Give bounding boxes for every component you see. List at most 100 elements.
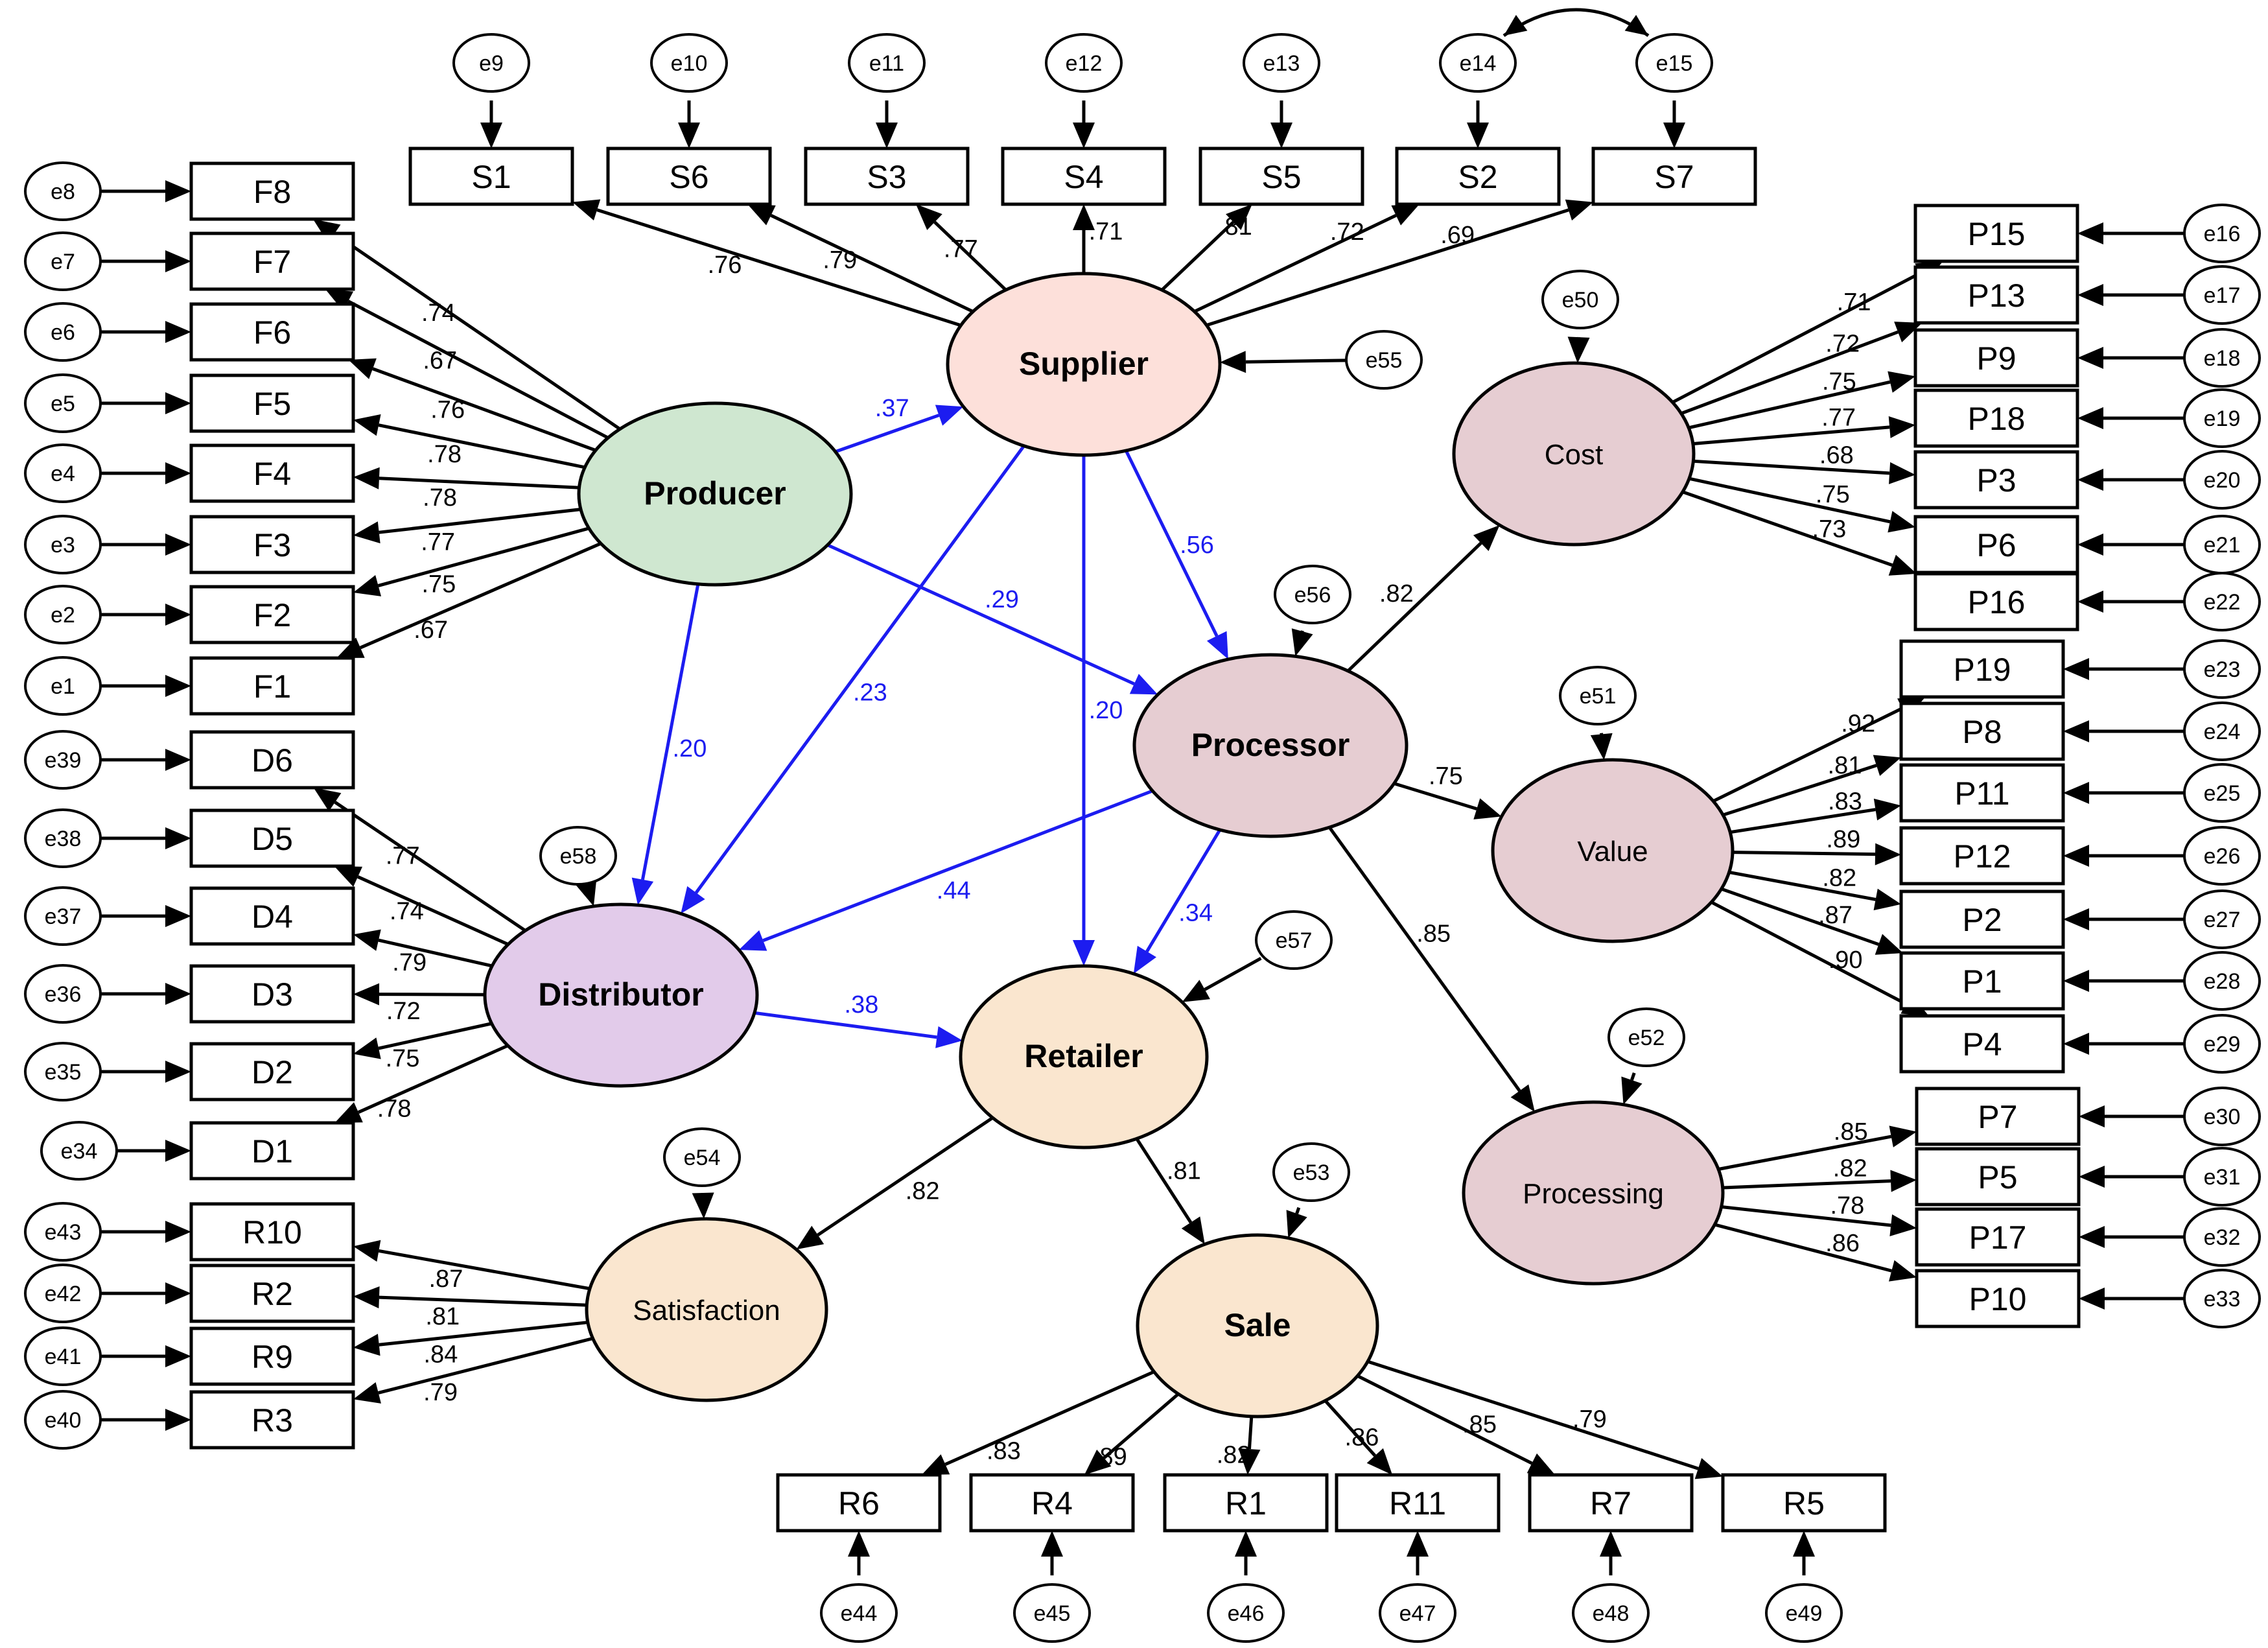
indicator-f8: F8 <box>189 161 355 221</box>
disturbance-e55-to-supplier-line <box>1245 359 1347 364</box>
indicator-p11-label: P11 <box>1954 775 2009 812</box>
indicator-d4-box <box>189 886 355 946</box>
loading-cost-p13-arrowhead <box>1894 322 1923 342</box>
indicator-p11-box <box>1899 763 2065 823</box>
error-e28-to-p1-arrowhead <box>2063 970 2089 992</box>
error-e16-label: e16 <box>2204 222 2241 246</box>
indicator-d2: D2 <box>189 1042 355 1101</box>
indicator-p16-label: P16 <box>1968 584 2026 620</box>
indicator-f3: F3 <box>189 515 355 574</box>
higher-order-processor-to-cost-arrowhead <box>1473 525 1500 551</box>
error-e45-circle <box>1013 1583 1091 1643</box>
loading-satisfaction-r3-line <box>378 1337 594 1395</box>
error-e6-to-f6-arrowhead <box>165 321 191 343</box>
indicator-d1-box <box>189 1121 355 1181</box>
indicator-d6-box <box>189 730 355 790</box>
latent-satisfaction-ellipse <box>585 1217 828 1402</box>
indicator-p17-label: P17 <box>1969 1219 2027 1256</box>
error-e32: e32 <box>2183 1207 2261 1267</box>
error-e24-to-p8-arrowhead <box>2063 720 2089 742</box>
indicator-f3-box <box>189 515 355 574</box>
disturbance-e57-to-retailer-line <box>1204 956 1262 991</box>
loading-sale-r11-coef: .86 <box>1345 1424 1379 1451</box>
loading-processing-p10-line <box>1714 1223 1892 1273</box>
loading-distributor-d3-coef: .72 <box>386 998 421 1025</box>
loading-sale-r11-line <box>1324 1399 1377 1457</box>
error-e41: e41 <box>24 1326 102 1386</box>
indicator-f7: F7 <box>189 231 355 291</box>
higher-order-processor-to-value-coef: .75 <box>1429 762 1463 790</box>
loading-supplier-s7-line <box>1206 208 1569 327</box>
loading-processing-p7-line <box>1718 1135 1892 1171</box>
higher-order-retailer-to-satisfaction-coef: .82 <box>906 1178 940 1205</box>
indicator-p8-label: P8 <box>1962 714 2002 750</box>
loading-satisfaction-r9-arrowhead <box>353 1334 380 1356</box>
error-e44-circle <box>820 1583 898 1643</box>
indicator-r1-box <box>1163 1473 1329 1533</box>
higher-order-retailer-to-sale-arrowhead <box>1181 1216 1205 1245</box>
indicator-s1-box <box>408 147 574 206</box>
indicator-s5-label: S5 <box>1261 159 1301 195</box>
error-e23-circle <box>2183 639 2261 699</box>
indicator-d6-label: D6 <box>251 742 293 779</box>
indicator-r6-box <box>776 1473 942 1533</box>
error-e53-label: e53 <box>1293 1160 1330 1185</box>
error-e8: e8 <box>24 161 102 221</box>
loading-cost-p6-line <box>1689 477 1891 524</box>
loading-sale-r7-arrowhead <box>1526 1453 1556 1475</box>
error-e40: e40 <box>24 1390 102 1450</box>
indicator-p1: P1 <box>1899 951 2065 1011</box>
indicator-r6-label: R6 <box>838 1485 880 1522</box>
indicator-r5: R5 <box>1721 1473 1887 1533</box>
error-e1-to-f1-arrowhead <box>165 675 191 697</box>
indicator-r7: R7 <box>1528 1473 1694 1533</box>
error-e51-circle <box>1559 666 1637 725</box>
error-e26-circle <box>2183 826 2261 886</box>
indicator-p16: P16 <box>1913 572 2079 631</box>
error-e58: e58 <box>539 826 617 886</box>
loading-sale-r6-coef: .83 <box>987 1437 1021 1465</box>
indicator-r2: R2 <box>189 1264 355 1323</box>
indicator-r9-label: R9 <box>251 1339 293 1375</box>
indicator-p13-label: P13 <box>1968 277 2026 314</box>
error-e48: e48 <box>1572 1583 1650 1643</box>
loading-value-p2-arrowhead <box>1873 888 1901 911</box>
error-e43-circle <box>24 1202 102 1262</box>
error-e45: e45 <box>1013 1583 1091 1643</box>
higher-order-processor-to-cost-coef: .82 <box>1379 580 1414 607</box>
higher-order-retailer-to-satisfaction-arrowhead <box>796 1225 824 1250</box>
error-e26-label: e26 <box>2204 844 2241 869</box>
indicator-p7-box <box>1915 1087 2081 1146</box>
indicator-f6: F6 <box>189 302 355 362</box>
latent-supplier-ellipse <box>946 272 1222 457</box>
structural-processor-to-distributor-arrowhead <box>738 930 767 951</box>
loading-cost-p16-line <box>1682 490 1893 567</box>
indicator-s3-label: S3 <box>867 159 906 195</box>
loading-producer-f3-line <box>379 508 581 534</box>
indicator-d1: D1 <box>189 1121 355 1181</box>
structural-producer-to-distributor-arrowhead <box>631 877 654 906</box>
error-e15-to-s7-arrowhead <box>1663 123 1685 148</box>
indicator-r6: R6 <box>776 1473 942 1533</box>
error-e50-circle <box>1541 270 1619 329</box>
indicator-r10-box <box>189 1202 355 1262</box>
indicator-p2-label: P2 <box>1962 902 2002 938</box>
loading-satisfaction-r10-coef: .87 <box>429 1265 463 1293</box>
loading-distributor-d5-line <box>357 875 509 946</box>
error-e21-to-p6-arrowhead <box>2077 534 2103 556</box>
indicator-p18-label: P18 <box>1968 401 2026 437</box>
error-e30: e30 <box>2183 1087 2261 1146</box>
error-e11: e11 <box>848 33 926 93</box>
indicator-p2-box <box>1899 889 2065 949</box>
indicator-s7-box <box>1591 147 1757 206</box>
loading-producer-f1-line <box>359 542 602 650</box>
loading-supplier-s5-arrowhead <box>1226 204 1252 230</box>
structural-supplier-to-distributor-coef: .23 <box>853 679 887 707</box>
indicator-r7-label: R7 <box>1590 1485 1631 1522</box>
error-e13-label: e13 <box>1263 51 1300 76</box>
indicator-p1-label: P1 <box>1962 963 2002 1000</box>
loading-supplier-s6-arrowhead <box>747 204 776 226</box>
error-e50: e50 <box>1541 270 1619 329</box>
loading-distributor-d2-coef: .75 <box>386 1045 420 1072</box>
structural-processor-to-distributor-line <box>762 789 1153 943</box>
